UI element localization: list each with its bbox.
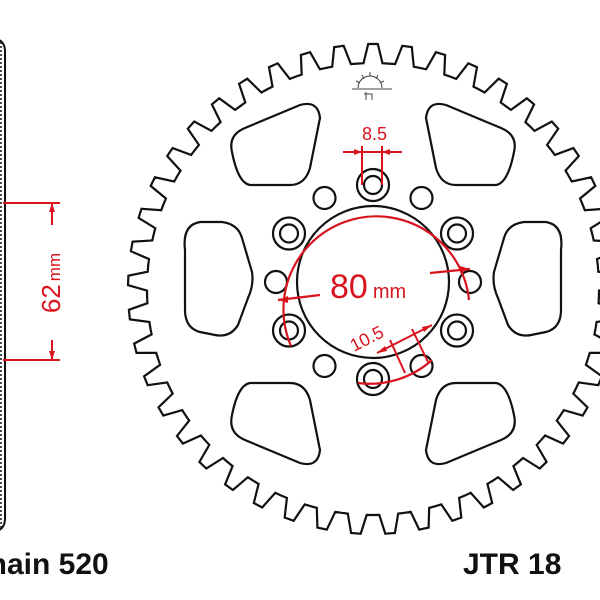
cutout-window: [492, 220, 563, 337]
center-hole-label: 8.5: [362, 124, 387, 144]
small-hole: [409, 353, 434, 379]
chain-size-label: Chain 520: [0, 548, 109, 581]
jt-sunrise-logo: [352, 72, 392, 100]
lightening-cutouts: [183, 102, 563, 466]
small-hole: [312, 185, 337, 211]
mounting-hole: [278, 223, 300, 244]
side-view: [0, 39, 6, 531]
mounting-hole: [439, 313, 475, 348]
bolt-holes: [263, 167, 483, 397]
small-hole: [409, 185, 434, 211]
cutout-window: [183, 220, 254, 337]
mounting-hole: [446, 223, 468, 244]
mounting-hole: [355, 167, 391, 203]
small-hole: [263, 269, 289, 295]
sprocket-teeth-outline: [126, 42, 600, 535]
part-number-label: JTR 18: [463, 548, 562, 581]
mounting-hole: [439, 216, 475, 251]
cutout-window: [424, 102, 516, 187]
cutout-window: [230, 102, 322, 187]
cutout-window: [230, 381, 322, 466]
small-hole: [457, 269, 483, 295]
bolt-hole-dimension: [376, 324, 433, 374]
mounting-hole: [271, 216, 307, 251]
mounting-hole: [355, 361, 391, 397]
hub-width-dimension: [3, 202, 60, 361]
cutout-window: [424, 381, 516, 466]
bolt-circle-dimension: [277, 215, 471, 385]
mounting-hole: [362, 174, 384, 196]
mounting-hole: [278, 320, 300, 341]
mounting-hole: [446, 320, 468, 341]
small-hole: [312, 353, 337, 379]
hub-width-label: 62mm: [36, 253, 66, 313]
mounting-hole: [271, 313, 307, 348]
mounting-hole: [362, 368, 384, 390]
center-hole-dimension: [343, 146, 402, 185]
center-bore: [295, 204, 451, 360]
